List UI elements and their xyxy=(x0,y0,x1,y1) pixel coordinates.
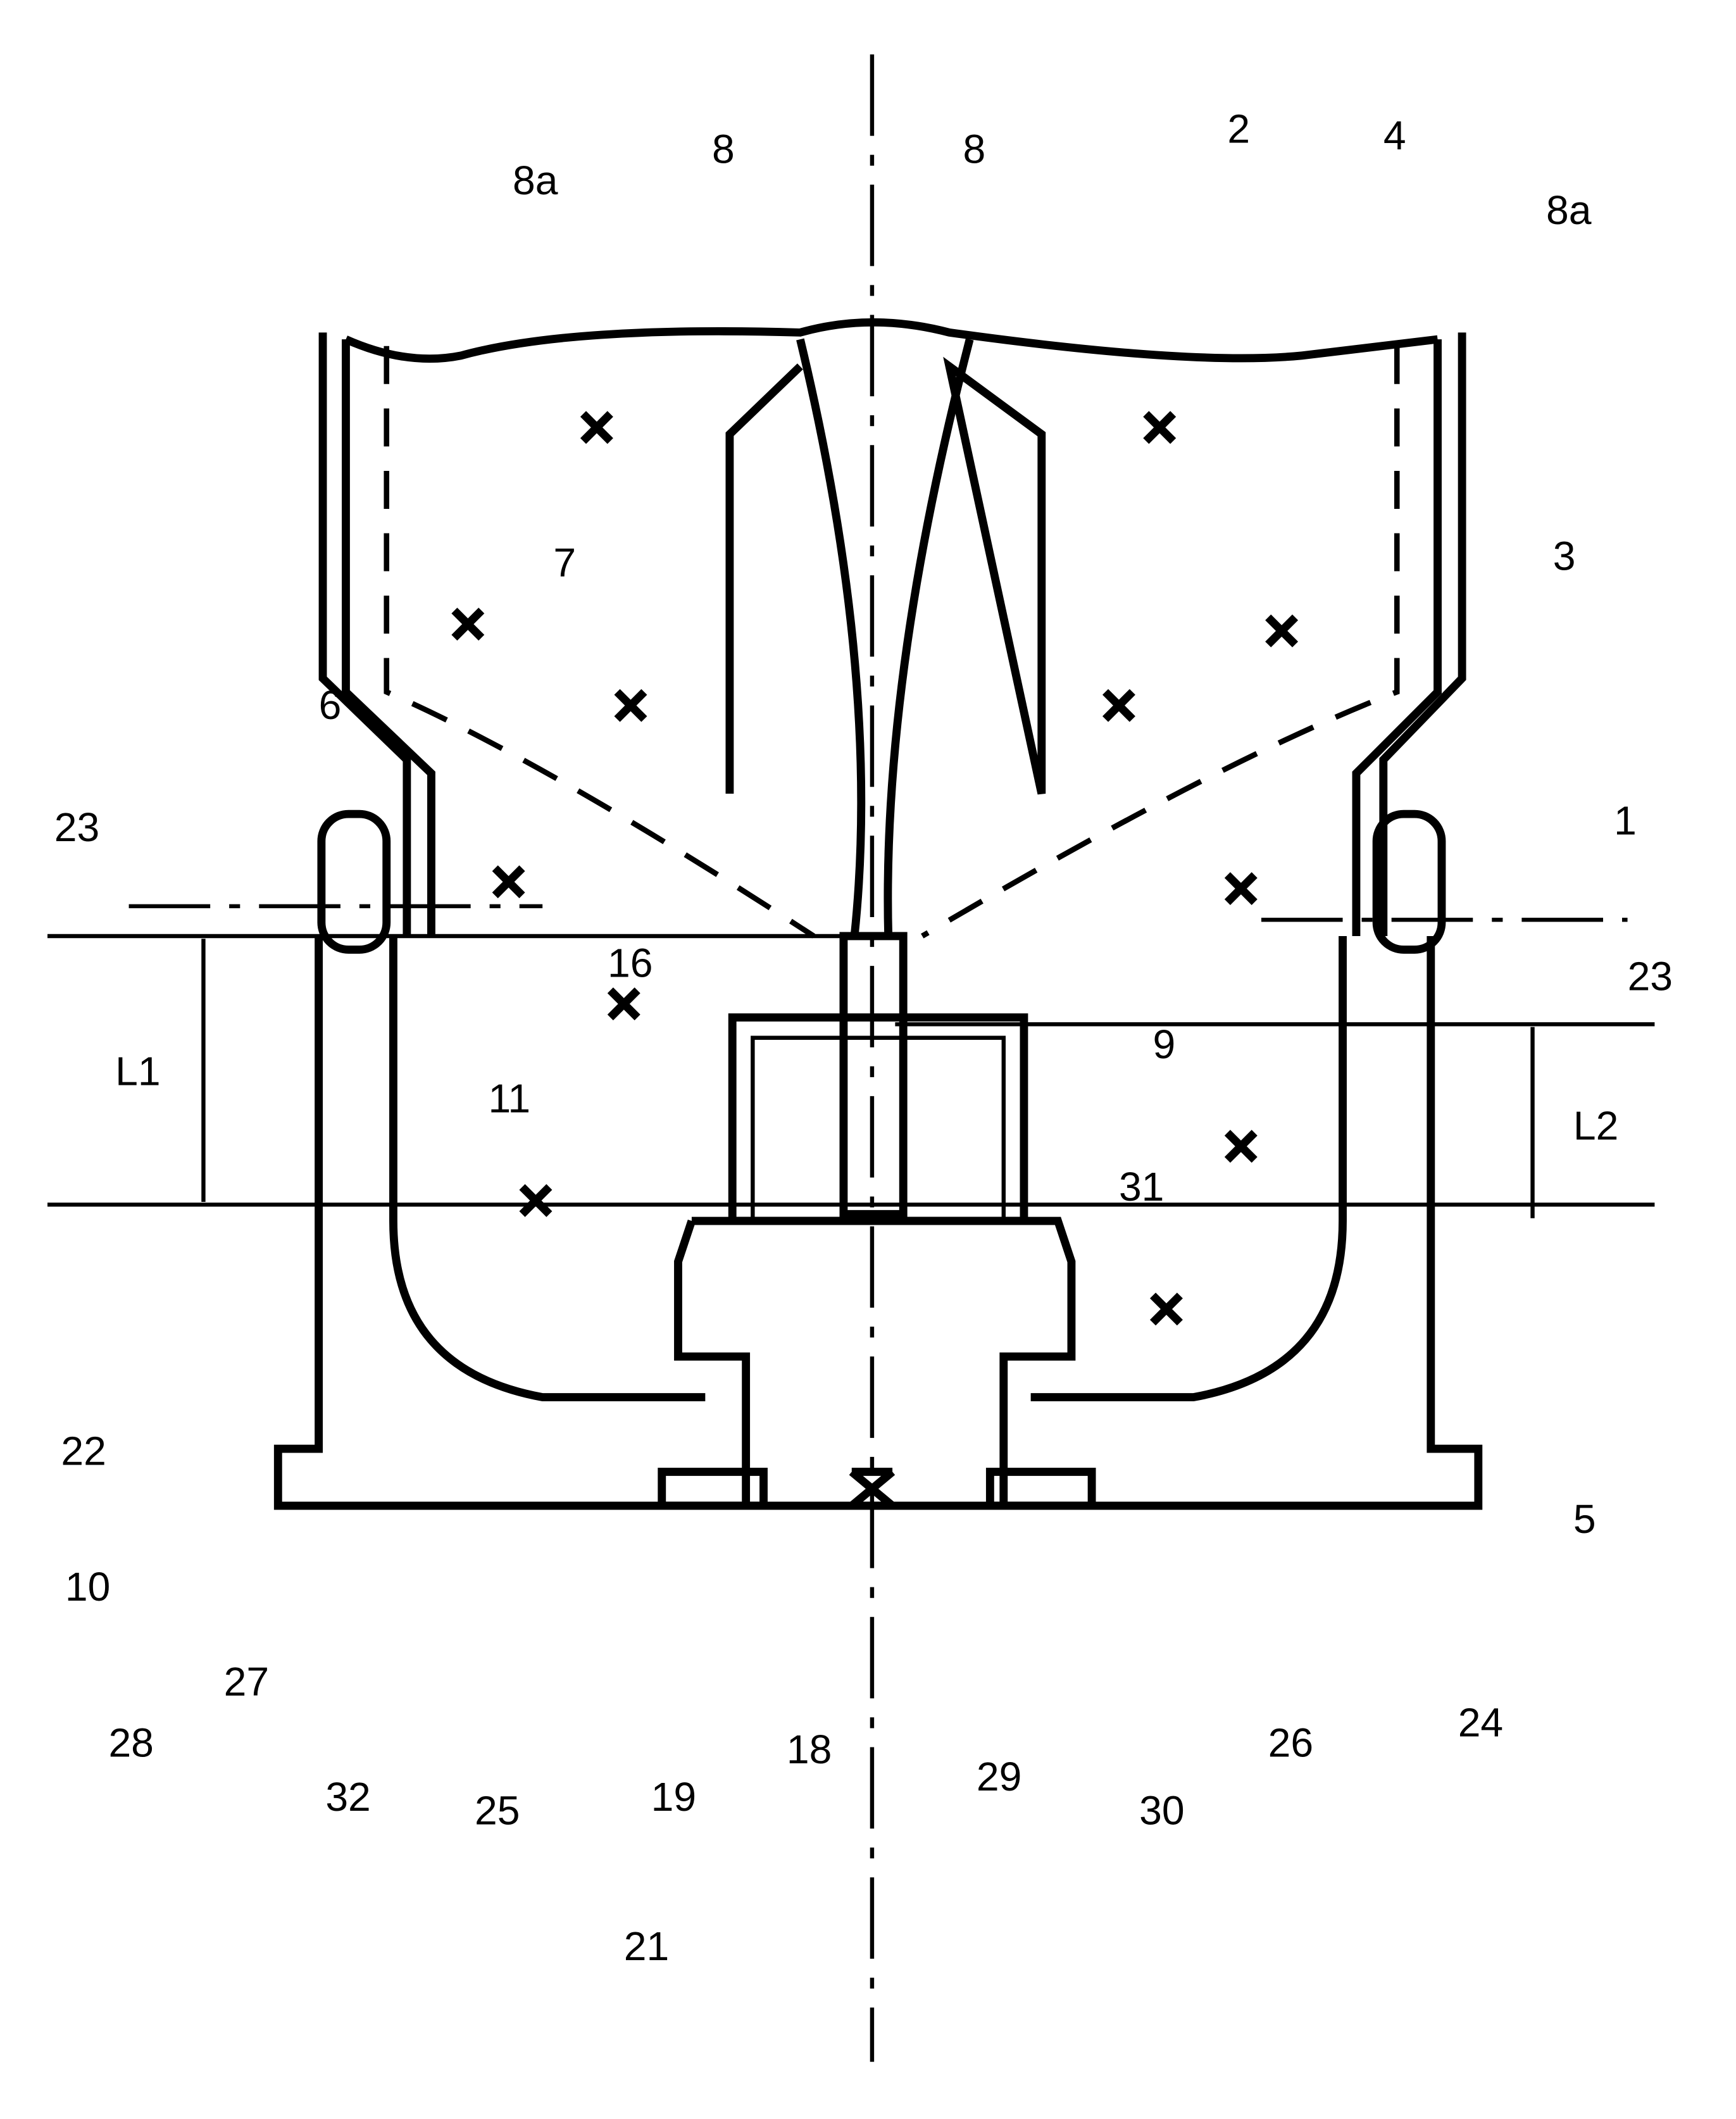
label-16: 16 xyxy=(608,940,653,985)
label-4: 4 xyxy=(1383,113,1406,158)
label-22: 22 xyxy=(61,1428,106,1474)
valve-18 xyxy=(849,1468,896,1510)
label-L2: L2 xyxy=(1573,1103,1618,1148)
label-1: 1 xyxy=(1614,797,1637,843)
container-inner xyxy=(342,339,1442,936)
seal-6-right xyxy=(1372,809,1446,954)
part-11 xyxy=(751,1035,1006,1223)
label-29: 29 xyxy=(977,1754,1021,1799)
label-11: 11 xyxy=(488,1076,530,1122)
screw-31 xyxy=(839,932,908,1218)
label-3: 3 xyxy=(1553,533,1576,578)
label-8a-right: 8a xyxy=(1546,187,1592,233)
label-23-left: 23 xyxy=(54,804,99,850)
seal-6-left xyxy=(317,809,391,954)
label-19: 19 xyxy=(651,1774,696,1820)
label-5: 5 xyxy=(1573,1496,1596,1542)
label-6: 6 xyxy=(319,682,342,728)
container-outer xyxy=(318,332,1466,936)
fiber-markers-4 xyxy=(451,411,1299,1326)
label-25: 25 xyxy=(475,1788,520,1834)
block-7 xyxy=(725,356,1046,795)
label-21: 21 xyxy=(624,1923,669,1969)
inner-bowl-22 xyxy=(389,935,1347,1402)
label-8a-left: 8a xyxy=(513,158,558,203)
liner-8a xyxy=(384,346,1400,939)
label-8-right: 8 xyxy=(963,126,986,172)
rod-8-left xyxy=(796,338,866,937)
label-L1: L1 xyxy=(115,1049,160,1094)
label-23-right: 23 xyxy=(1628,954,1673,999)
label-27: 27 xyxy=(224,1659,269,1704)
hub-assembly xyxy=(674,1216,1076,1506)
ring-28-left xyxy=(658,1468,768,1510)
label-10: 10 xyxy=(65,1564,110,1610)
cap-9 xyxy=(728,1013,1028,1225)
label-18: 18 xyxy=(787,1727,832,1772)
rod-8-right xyxy=(884,338,974,937)
label-31: 31 xyxy=(1119,1164,1164,1210)
label-24: 24 xyxy=(1458,1699,1503,1745)
label-28: 28 xyxy=(108,1720,153,1765)
label-7: 7 xyxy=(553,540,576,585)
label-32: 32 xyxy=(325,1774,370,1820)
ring-30-right xyxy=(985,1468,1096,1510)
label-30: 30 xyxy=(1139,1788,1184,1834)
material-surface xyxy=(344,318,1439,363)
label-8-left: 8 xyxy=(712,126,735,172)
label-9: 9 xyxy=(1153,1022,1176,1067)
label-26: 26 xyxy=(1268,1720,1313,1765)
label-2: 2 xyxy=(1227,106,1250,151)
